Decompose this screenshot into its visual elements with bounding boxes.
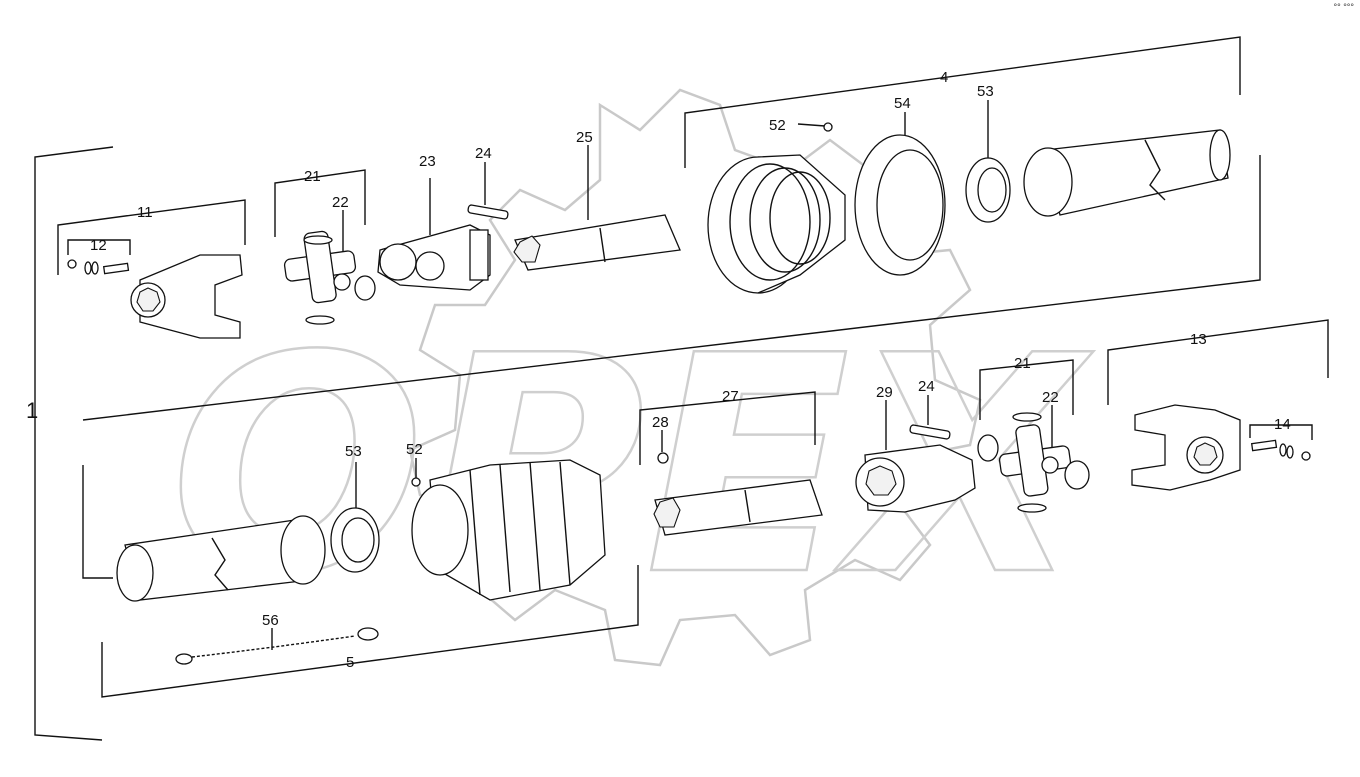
label-21-top: 21 bbox=[304, 168, 321, 185]
label-52-top: 52 bbox=[769, 117, 786, 134]
corner-mark: °° °°° bbox=[1333, 2, 1355, 12]
label-5: 5 bbox=[346, 654, 354, 671]
bracket-21-top bbox=[274, 169, 366, 237]
label-52-bottom: 52 bbox=[406, 441, 423, 458]
part-24-pin-bottom bbox=[909, 424, 951, 440]
part-56-chain bbox=[175, 627, 379, 665]
label-28: 28 bbox=[652, 414, 669, 431]
part-12-screw-set bbox=[67, 259, 130, 275]
part-24-pin-top bbox=[467, 204, 509, 220]
part-53-collar-bottom bbox=[330, 507, 380, 573]
part-21-cross-bottom bbox=[977, 412, 1090, 513]
bracket-27 bbox=[639, 391, 816, 465]
label-29: 29 bbox=[876, 384, 893, 401]
label-22-bottom: 22 bbox=[1042, 389, 1059, 406]
bracket-12 bbox=[67, 239, 131, 255]
bracket-left-lower bbox=[82, 465, 113, 579]
label-14: 14 bbox=[1274, 416, 1291, 433]
label-54: 54 bbox=[894, 95, 911, 112]
part-outer-tube-top bbox=[1023, 129, 1231, 217]
label-56: 56 bbox=[262, 612, 279, 629]
part-11-yoke bbox=[130, 254, 243, 339]
part-5-guard-cone bbox=[411, 459, 606, 601]
label-1: 1 bbox=[26, 398, 38, 423]
label-24-top: 24 bbox=[475, 145, 492, 162]
label-12: 12 bbox=[90, 237, 107, 254]
part-21-cross-top bbox=[283, 230, 376, 325]
part-52-screw-top bbox=[823, 122, 833, 132]
leader-52-top bbox=[797, 123, 826, 127]
label-27: 27 bbox=[722, 388, 739, 405]
bracket-5 bbox=[101, 565, 639, 698]
part-4-guard-cone bbox=[707, 154, 846, 294]
part-28-clip bbox=[657, 452, 669, 464]
label-25: 25 bbox=[576, 129, 593, 146]
label-53-top: 53 bbox=[977, 83, 994, 100]
part-29-inner-yoke bbox=[855, 444, 976, 513]
label-53-bottom: 53 bbox=[345, 443, 362, 460]
label-24-bottom: 24 bbox=[918, 378, 935, 395]
label-11: 11 bbox=[137, 204, 153, 221]
part-27-profile-tube bbox=[653, 479, 823, 536]
bracket-lines bbox=[34, 36, 1329, 741]
bracket-21-bottom bbox=[979, 359, 1074, 420]
label-22-top: 22 bbox=[332, 194, 349, 211]
label-13: 13 bbox=[1190, 331, 1207, 348]
part-52-screw-bottom bbox=[411, 477, 421, 487]
label-4: 4 bbox=[940, 69, 948, 86]
parts bbox=[67, 122, 1311, 665]
part-14-screw-set bbox=[1250, 439, 1311, 461]
bracket-1 bbox=[34, 146, 114, 741]
label-21-bottom: 21 bbox=[1014, 355, 1031, 372]
bracket-11 bbox=[57, 199, 246, 275]
label-23: 23 bbox=[419, 153, 436, 170]
part-13-yoke bbox=[1131, 404, 1241, 491]
bracket-4 bbox=[684, 36, 1241, 168]
part-54-bearing-ring bbox=[854, 134, 946, 276]
part-53-collar-top bbox=[965, 157, 1011, 223]
part-25-profile-tube bbox=[513, 214, 681, 271]
bracket-14 bbox=[1249, 424, 1313, 440]
bracket-divider-top bbox=[82, 155, 1261, 421]
part-23-inner-yoke bbox=[377, 224, 491, 291]
bracket-13 bbox=[1107, 319, 1329, 405]
part-labels: 1 4 5 11 12 13 14 21 21 22 22 23 24 24 2… bbox=[26, 69, 1291, 671]
part-outer-tube-bottom bbox=[116, 515, 326, 602]
